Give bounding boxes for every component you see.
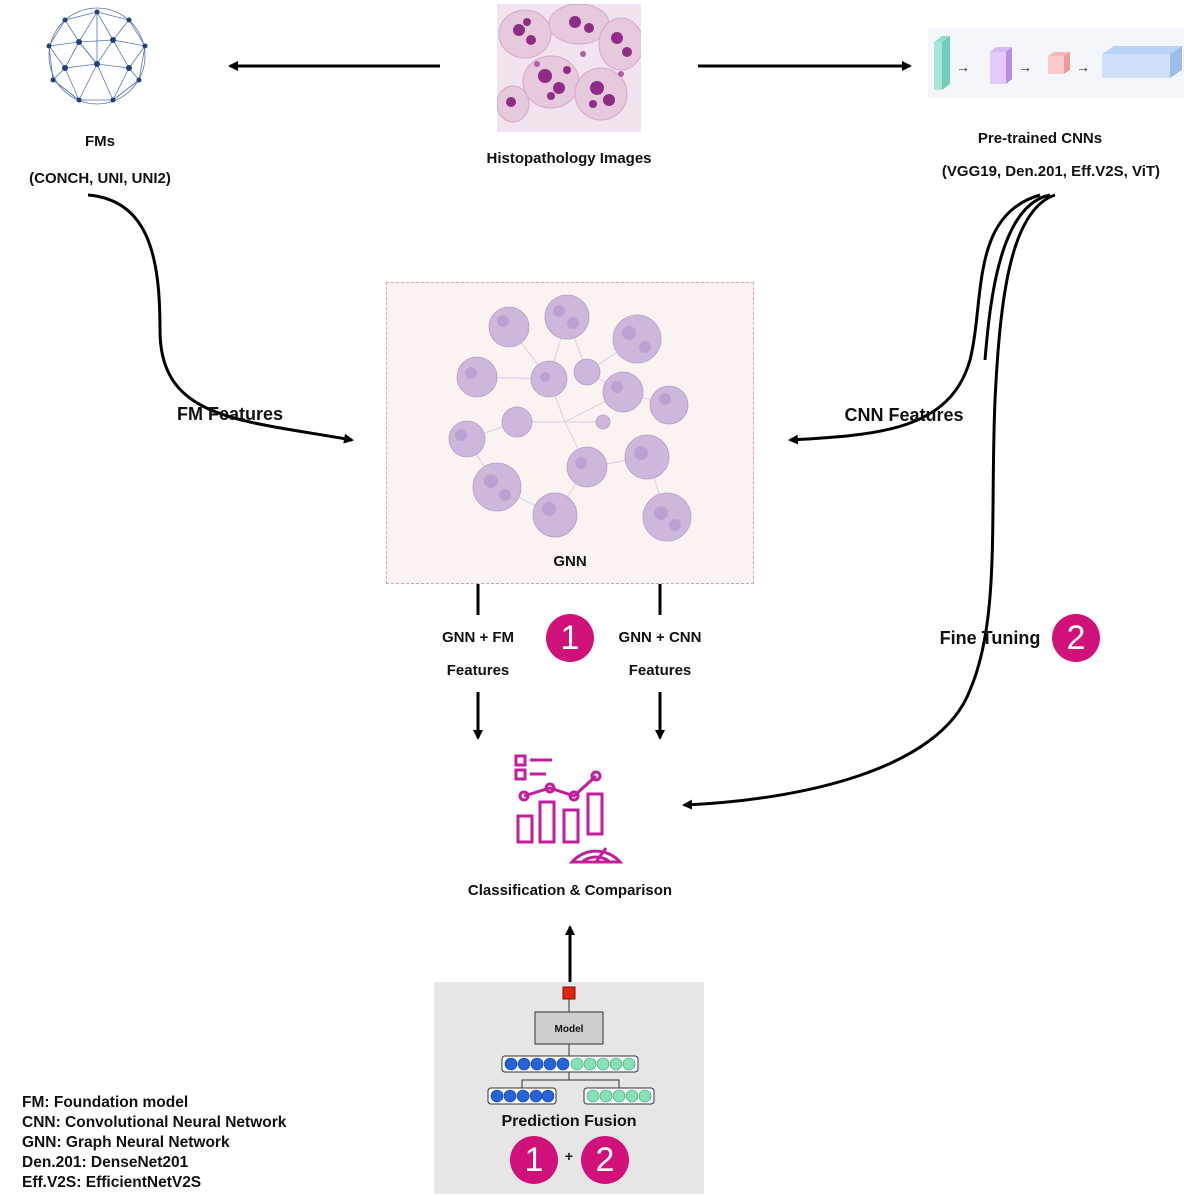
- svg-text:→: →: [1076, 59, 1090, 75]
- gnn-box: GNN: [386, 282, 754, 584]
- globe-network-icon: [46, 7, 148, 105]
- svg-text:→: →: [1018, 59, 1032, 75]
- arrow-cnn-features-2: [983, 193, 1051, 361]
- fms-subtitle: (CONCH, UNI, UNI2): [29, 170, 171, 187]
- svg-text:→: →: [956, 59, 970, 75]
- badge-1: 1: [546, 614, 594, 662]
- gnn-fm-label-line2: Features: [446, 662, 510, 679]
- cnn-features-label: CNN Features: [844, 405, 964, 425]
- arrow-fm-features: [87, 193, 354, 444]
- histology-tissue-image: [497, 4, 641, 132]
- gnn-fm-label-line1: GNN + FM: [441, 629, 515, 646]
- cnns-title: Pre-trained CNNs: [977, 130, 1103, 147]
- fusion-model-diagram: Model: [487, 986, 655, 1105]
- gnn-cnn-label-line1: GNN + CNN: [618, 629, 702, 646]
- legend-item-den201: Den.201: DenseNet201: [22, 1154, 189, 1171]
- cnn-layers-icon: → → →: [928, 28, 1184, 98]
- cell-clusters: [448, 294, 692, 542]
- model-block: [534, 1011, 604, 1045]
- prediction-fusion-label: Prediction Fusion: [501, 1113, 637, 1130]
- fine-tuning-label: Fine Tuning: [939, 628, 1041, 648]
- badge-2: 2: [1052, 614, 1100, 662]
- prediction-fusion-box: Model Prediction Fusion 1 + 2: [434, 982, 704, 1194]
- arrow-cnn-features: [788, 193, 1041, 445]
- fm-features-label: FM Features: [176, 404, 284, 424]
- legend-item-fm: FM: Foundation model: [22, 1094, 189, 1111]
- model-label: Model: [555, 1024, 584, 1035]
- legend: FM: Foundation model CNN: Convolutional …: [22, 1093, 286, 1193]
- fusion-badge-2: 2: [581, 1136, 629, 1184]
- cnns-subtitle: (VGG19, Den.201, Eff.V2S, ViT): [941, 163, 1161, 180]
- analytics-chart-icon: [514, 754, 624, 864]
- arrow-fine-tuning: [682, 193, 1056, 810]
- legend-item-effv2s: Eff.V2S: EfficientNetV2S: [22, 1174, 202, 1191]
- cell-graph-image: [448, 294, 692, 542]
- gnn-cnn-label-line2: Features: [628, 662, 692, 679]
- fusion-badge-1: 1: [510, 1136, 558, 1184]
- legend-item-cnn: CNN: Convolutional Neural Network: [22, 1114, 287, 1131]
- gnn-label: GNN: [553, 553, 587, 570]
- fms-title: FMs: [85, 133, 115, 150]
- output-square: [562, 986, 576, 1000]
- fusion-plus: +: [564, 1148, 574, 1164]
- legend-item-gnn: GNN: Graph Neural Network: [22, 1134, 230, 1151]
- classification-label: Classification & Comparison: [467, 882, 673, 899]
- histopathology-label: Histopathology Images: [486, 150, 652, 167]
